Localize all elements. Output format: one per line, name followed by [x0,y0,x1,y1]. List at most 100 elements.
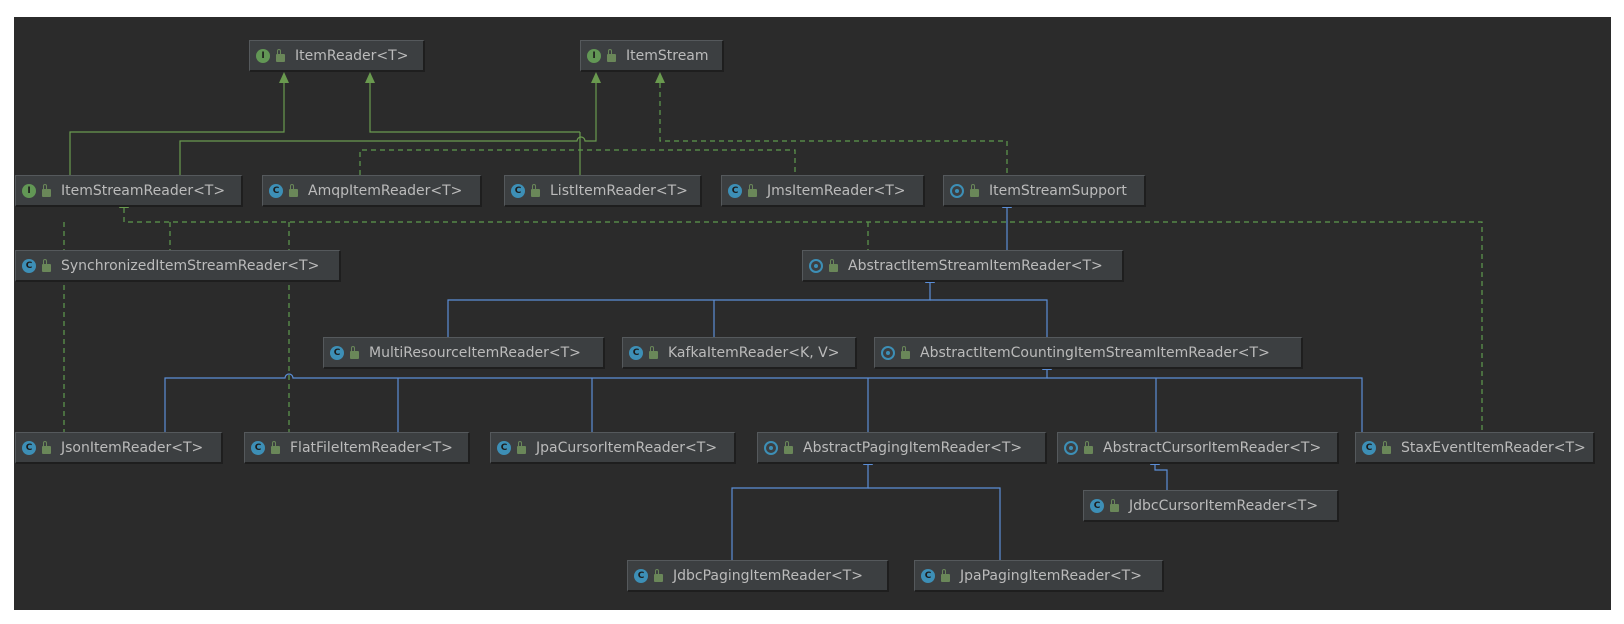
node-label: AbstractCursorItemReader<T> [1103,439,1322,456]
node-jdbc-cursor-item-reader[interactable]: C JdbcCursorItemReader<T> [1083,490,1339,522]
lock-icon [517,440,526,454]
node-label: AbstractItemCountingItemStreamItemReader… [920,344,1270,361]
edge-stax-to-counting [1047,377,1363,432]
node-abstract-paging-item-reader[interactable]: AbstractPagingItemReader<T> [757,432,1047,464]
lock-icon [1084,440,1093,454]
lock-icon [607,48,616,62]
edge-item-stream-reader-to-item-stream [179,83,597,175]
node-label: AbstractPagingItemReader<T> [803,439,1023,456]
lock-icon [1382,440,1391,454]
abstract-class-icon [764,440,778,455]
node-label: ItemStream [626,47,709,64]
edge-jpa-paging-to-paging [868,487,1001,560]
class-icon: C [629,345,643,360]
interface-icon: I [587,48,601,63]
node-label: ItemReader<T> [295,47,409,64]
node-abstract-cursor-item-reader[interactable]: AbstractCursorItemReader<T> [1057,432,1339,464]
class-icon: C [251,440,265,455]
class-icon: C [1362,440,1376,455]
node-label: ItemStreamSupport [989,182,1127,199]
edge-json-to-counting [164,370,1048,432]
node-label: SynchronizedItemStreamReader<T> [61,257,320,274]
edge-counting-to-abstract-item-stream [930,299,1048,337]
diagram-canvas [14,17,1611,610]
lock-icon [271,440,280,454]
node-item-stream[interactable]: I ItemStream [580,40,724,72]
abstract-class-icon [809,258,823,273]
edge-arrowhead [591,72,601,83]
node-label: FlatFileItemReader<T> [290,439,453,456]
node-label: AmqpItemReader<T> [308,182,463,199]
edge-jdbc-paging-to-paging [731,465,869,560]
edge-list-item-reader-to-item-reader [369,83,580,133]
node-stax-event-item-reader[interactable]: C StaxEventItemReader<T> [1355,432,1595,464]
node-amqp-item-reader[interactable]: C AmqpItemReader<T> [262,175,482,207]
node-abstract-item-stream-item-reader[interactable]: AbstractItemStreamItemReader<T> [802,250,1124,282]
abstract-class-icon [1064,440,1078,455]
node-jpa-cursor-item-reader[interactable]: C JpaCursorItemReader<T> [490,432,736,464]
lock-icon [970,183,979,197]
node-label: ListItemReader<T> [550,182,688,199]
edge-arrowhead [365,72,375,83]
lock-icon [654,568,663,582]
node-label: AbstractItemStreamItemReader<T> [848,257,1103,274]
node-kafka-item-reader[interactable]: C KafkaItemReader<K, V> [622,337,857,369]
edge-item-stream-support-to-item-stream [659,83,1008,175]
edge-jdbc-cursor-to-cursor [1154,465,1168,490]
lock-icon [276,48,285,62]
abstract-class-icon [881,345,895,360]
lock-icon [649,345,658,359]
lock-icon [531,183,540,197]
lock-icon [350,345,359,359]
node-label: ItemStreamReader<T> [61,182,226,199]
node-item-reader[interactable]: I ItemReader<T> [249,40,425,72]
node-item-stream-reader[interactable]: I ItemStreamReader<T> [15,175,243,207]
node-label: JsonItemReader<T> [61,439,204,456]
edge-arrowhead [655,72,665,83]
node-flat-file-item-reader[interactable]: C FlatFileItemReader<T> [244,432,470,464]
lock-icon [42,440,51,454]
lock-icon [829,258,838,272]
node-label: MultiResourceItemReader<T> [369,344,581,361]
class-icon: C [269,183,283,198]
abstract-class-icon [950,183,964,198]
class-icon: C [1090,498,1104,513]
node-jdbc-paging-item-reader[interactable]: C JdbcPagingItemReader<T> [627,560,889,592]
lock-icon [42,258,51,272]
lock-icon [901,345,910,359]
node-multi-resource-item-reader[interactable]: C MultiResourceItemReader<T> [323,337,605,369]
class-icon: C [634,568,648,583]
node-item-stream-support[interactable]: ItemStreamSupport [943,175,1146,207]
node-label: JmsItemReader<T> [767,182,906,199]
lock-icon [784,440,793,454]
lock-icon [941,568,950,582]
node-label: JdbcPagingItemReader<T> [673,567,863,584]
node-synchronized-item-stream-reader[interactable]: C SynchronizedItemStreamReader<T> [15,250,341,282]
class-icon: C [22,440,36,455]
edge-item-stream-reader-to-item-reader [69,83,285,175]
node-label: KafkaItemReader<K, V> [668,344,840,361]
node-abstract-item-counting-item-stream-item-reader[interactable]: AbstractItemCountingItemStreamItemReader… [874,337,1303,369]
node-label: StaxEventItemReader<T> [1401,439,1586,456]
interface-icon: I [22,183,36,198]
class-icon: C [330,345,344,360]
node-label: JpaPagingItemReader<T> [960,567,1142,584]
node-list-item-reader[interactable]: C ListItemReader<T> [504,175,702,207]
interface-icon: I [256,48,270,63]
lock-icon [42,183,51,197]
node-jms-item-reader[interactable]: C JmsItemReader<T> [721,175,925,207]
class-icon: C [497,440,511,455]
node-jpa-paging-item-reader[interactable]: C JpaPagingItemReader<T> [914,560,1164,592]
edge-stax-to-item-stream-reader [123,208,1483,432]
lock-icon [1110,498,1119,512]
node-json-item-reader[interactable]: C JsonItemReader<T> [15,432,223,464]
node-label: JpaCursorItemReader<T> [536,439,718,456]
class-icon: C [728,183,742,198]
edge-arrowhead [279,72,289,83]
lock-icon [748,183,757,197]
class-icon: C [921,568,935,583]
class-icon: C [511,183,525,198]
node-label: JdbcCursorItemReader<T> [1129,497,1319,514]
lock-icon [289,183,298,197]
